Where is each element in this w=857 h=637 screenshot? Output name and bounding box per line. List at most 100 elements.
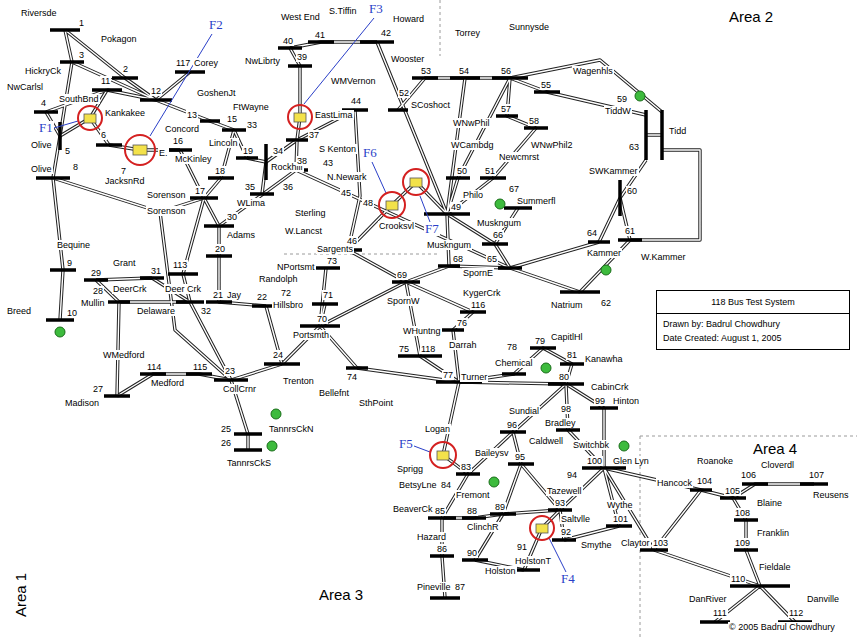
bus-label: 29 <box>90 268 102 278</box>
bus-label: 103 <box>652 538 669 548</box>
bus-label: 15 <box>226 114 238 124</box>
bus-label: 25 <box>220 424 232 434</box>
bus-label: Medford <box>150 378 185 388</box>
generator-symbol <box>55 91 645 487</box>
bus-label: 95 <box>514 452 526 462</box>
bus-label: 54 <box>458 66 470 76</box>
bus-label: Lincoln <box>208 138 239 148</box>
bus-label: 8 <box>72 162 79 172</box>
bus-label: Fremont <box>455 490 491 500</box>
bus-label: SouthBnd <box>58 94 100 104</box>
bus-label: 88 <box>466 506 478 516</box>
fault-label: F5 <box>398 437 414 451</box>
bus-label: 50 <box>456 166 468 176</box>
bus-label: Wythe <box>606 500 633 510</box>
bus-label: Olive <box>30 164 53 174</box>
bus-label: Muskngum <box>476 218 522 228</box>
bus-label: 18 <box>214 166 226 176</box>
bus-label: Holston <box>484 566 517 576</box>
bus-label: 51 <box>484 166 496 176</box>
bus-label: 43 <box>322 158 334 168</box>
bus-label: ClinchR <box>466 522 500 532</box>
bus-label: 110 <box>730 574 746 584</box>
bus-label: 32 <box>200 306 212 316</box>
bus-label: Bellefnt <box>318 388 350 398</box>
bus-label: 59 <box>616 94 628 104</box>
bus-label: 56 <box>500 66 512 76</box>
bus-label: WHuntng <box>402 326 442 336</box>
bus-label: 80 <box>558 372 570 382</box>
bus-label: TannrsCkN <box>268 424 315 434</box>
bus-label: 78 <box>506 342 518 352</box>
bus-label: WMVernon <box>330 76 377 86</box>
bus-label: 65 <box>486 254 498 264</box>
bus-label: SthPoint <box>358 398 394 408</box>
bus-label: 5 <box>64 146 71 156</box>
bus-label: Baileysv <box>474 448 510 458</box>
bus-label: Philo <box>462 190 484 200</box>
bus-label: 61 <box>624 226 636 236</box>
bus-label: 58 <box>528 116 540 126</box>
fault-label: F4 <box>560 572 576 586</box>
bus-label: 13 <box>186 110 198 120</box>
bus-label: 9 <box>66 258 73 268</box>
bus-label: E. <box>158 148 169 158</box>
bus-label: 76 <box>456 318 468 328</box>
bus-label: Hazard <box>416 532 447 542</box>
bus-label: 42 <box>380 28 392 38</box>
bus-label: 85 <box>434 506 446 516</box>
bus-label: 72 <box>280 288 292 298</box>
bus-label: Breed <box>6 306 32 316</box>
bus-label: Switchbk <box>572 440 610 450</box>
bus-label: Madison <box>64 398 100 408</box>
area-label: Area 4 <box>752 440 798 457</box>
bus-label: 41 <box>314 30 326 40</box>
bus-label: 64 <box>586 228 598 238</box>
bus-label: 86 <box>436 544 448 554</box>
bus-label: Howard <box>392 14 425 24</box>
bus-label: Sargents <box>316 244 354 254</box>
fault-label: F6 <box>362 146 378 160</box>
bus-label: 67 <box>508 184 520 194</box>
area-boundary <box>284 0 857 637</box>
bus-label: 98 <box>560 404 572 414</box>
bus-label: Torrey <box>454 28 481 38</box>
bus-label: 79 <box>534 336 546 346</box>
bus-label: 53 <box>420 66 432 76</box>
bus-label: 23 <box>224 366 236 376</box>
bus-label: EastLima <box>314 110 354 120</box>
bus-label: KygerCrk <box>462 288 502 298</box>
bus-label: 10 <box>66 308 78 318</box>
bus-label: 7 <box>120 166 127 176</box>
bus-label: Chemical <box>494 358 534 368</box>
bus-label: 28 <box>92 286 104 296</box>
fault-label: F1 <box>38 121 54 135</box>
bus-label: 12 <box>150 86 162 96</box>
bus-label: 48 <box>362 198 374 208</box>
bus-label: 71 <box>322 290 334 300</box>
bus-label: SpornW <box>386 296 421 306</box>
bus-label: TannrsCkS <box>226 458 272 468</box>
bus-label: HolstonT <box>514 556 552 566</box>
fault-marker <box>78 105 554 540</box>
bus-label: Kammer <box>586 248 622 258</box>
bus-label: Grant <box>112 258 137 268</box>
bus-label: SpornE <box>462 268 494 278</box>
bus-label: 118 <box>420 344 436 354</box>
bus-label: 93 <box>554 498 566 508</box>
bus-label: 84 <box>440 480 452 490</box>
bus-label: 92 <box>560 527 572 537</box>
bus-label: Darrah <box>448 340 478 350</box>
bus-label: SCoshoct <box>410 100 451 110</box>
bus-label: 44 <box>350 96 362 106</box>
bus-label: 4 <box>40 98 47 108</box>
bus-label: Natrium <box>550 300 584 310</box>
bus-label: W.Kammer <box>640 252 687 262</box>
bus-label: Wagenhls <box>572 66 614 76</box>
bus-label: 38 <box>296 156 308 166</box>
bus-label: Trenton <box>282 376 315 386</box>
bus-label: Bequine <box>56 240 91 250</box>
bus-label: S.Tiffin <box>328 6 358 16</box>
bus-label: 91 <box>516 542 528 552</box>
bus-label: 21 <box>212 290 224 300</box>
